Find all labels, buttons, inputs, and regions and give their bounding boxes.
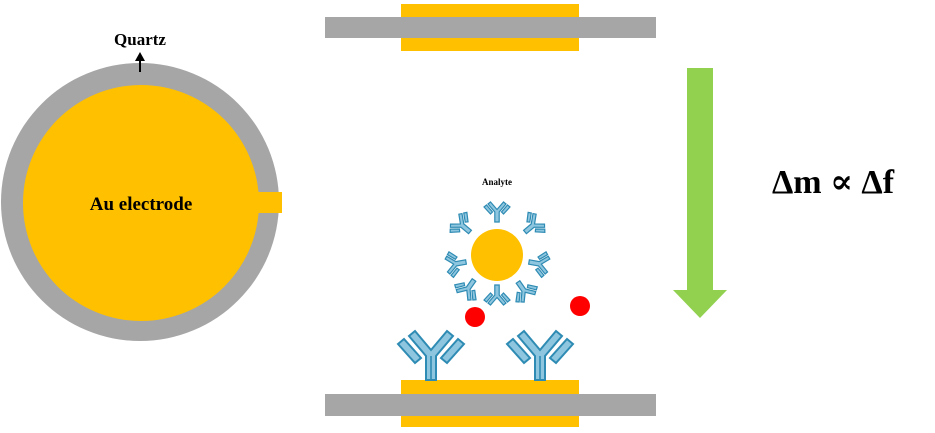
top-sensor-plate: [325, 4, 656, 51]
analyte-complex: [443, 201, 552, 307]
analyte-label: Analyte: [482, 177, 512, 187]
quartz-crystal-disc: [1, 63, 282, 341]
quartz-pointer-arrow: [135, 52, 145, 72]
antibody-small-bottom-left: [451, 271, 486, 305]
mass-change-arrow: [673, 68, 727, 318]
bottom-sensor-plate: [325, 380, 656, 427]
analyte-particle: [471, 229, 523, 281]
mass-frequency-relation: Δm ∝ Δf: [772, 164, 895, 201]
antibody-small-bottom: [483, 284, 511, 306]
analyte-dot-left: [465, 307, 485, 327]
antibody-small-top: [483, 201, 511, 223]
antibody-small-bottom-right: [506, 273, 541, 307]
analyte-dot-right: [570, 296, 590, 316]
antibody-small-right: [526, 248, 552, 279]
electrode-label: Au electrode: [90, 194, 193, 215]
immobilized-antibody-right: [506, 296, 590, 381]
bottom-quartz-layer: [325, 394, 656, 416]
au-electrode: [23, 85, 259, 321]
antibody-small-top-right: [516, 208, 550, 243]
electrode-tab: [242, 192, 282, 213]
immobilized-antibody-left: [397, 307, 485, 381]
antibody-small-top-left: [445, 208, 479, 243]
quartz-label: Quartz: [114, 30, 166, 49]
top-quartz-layer: [325, 17, 656, 38]
antibody-small-left: [443, 248, 469, 279]
